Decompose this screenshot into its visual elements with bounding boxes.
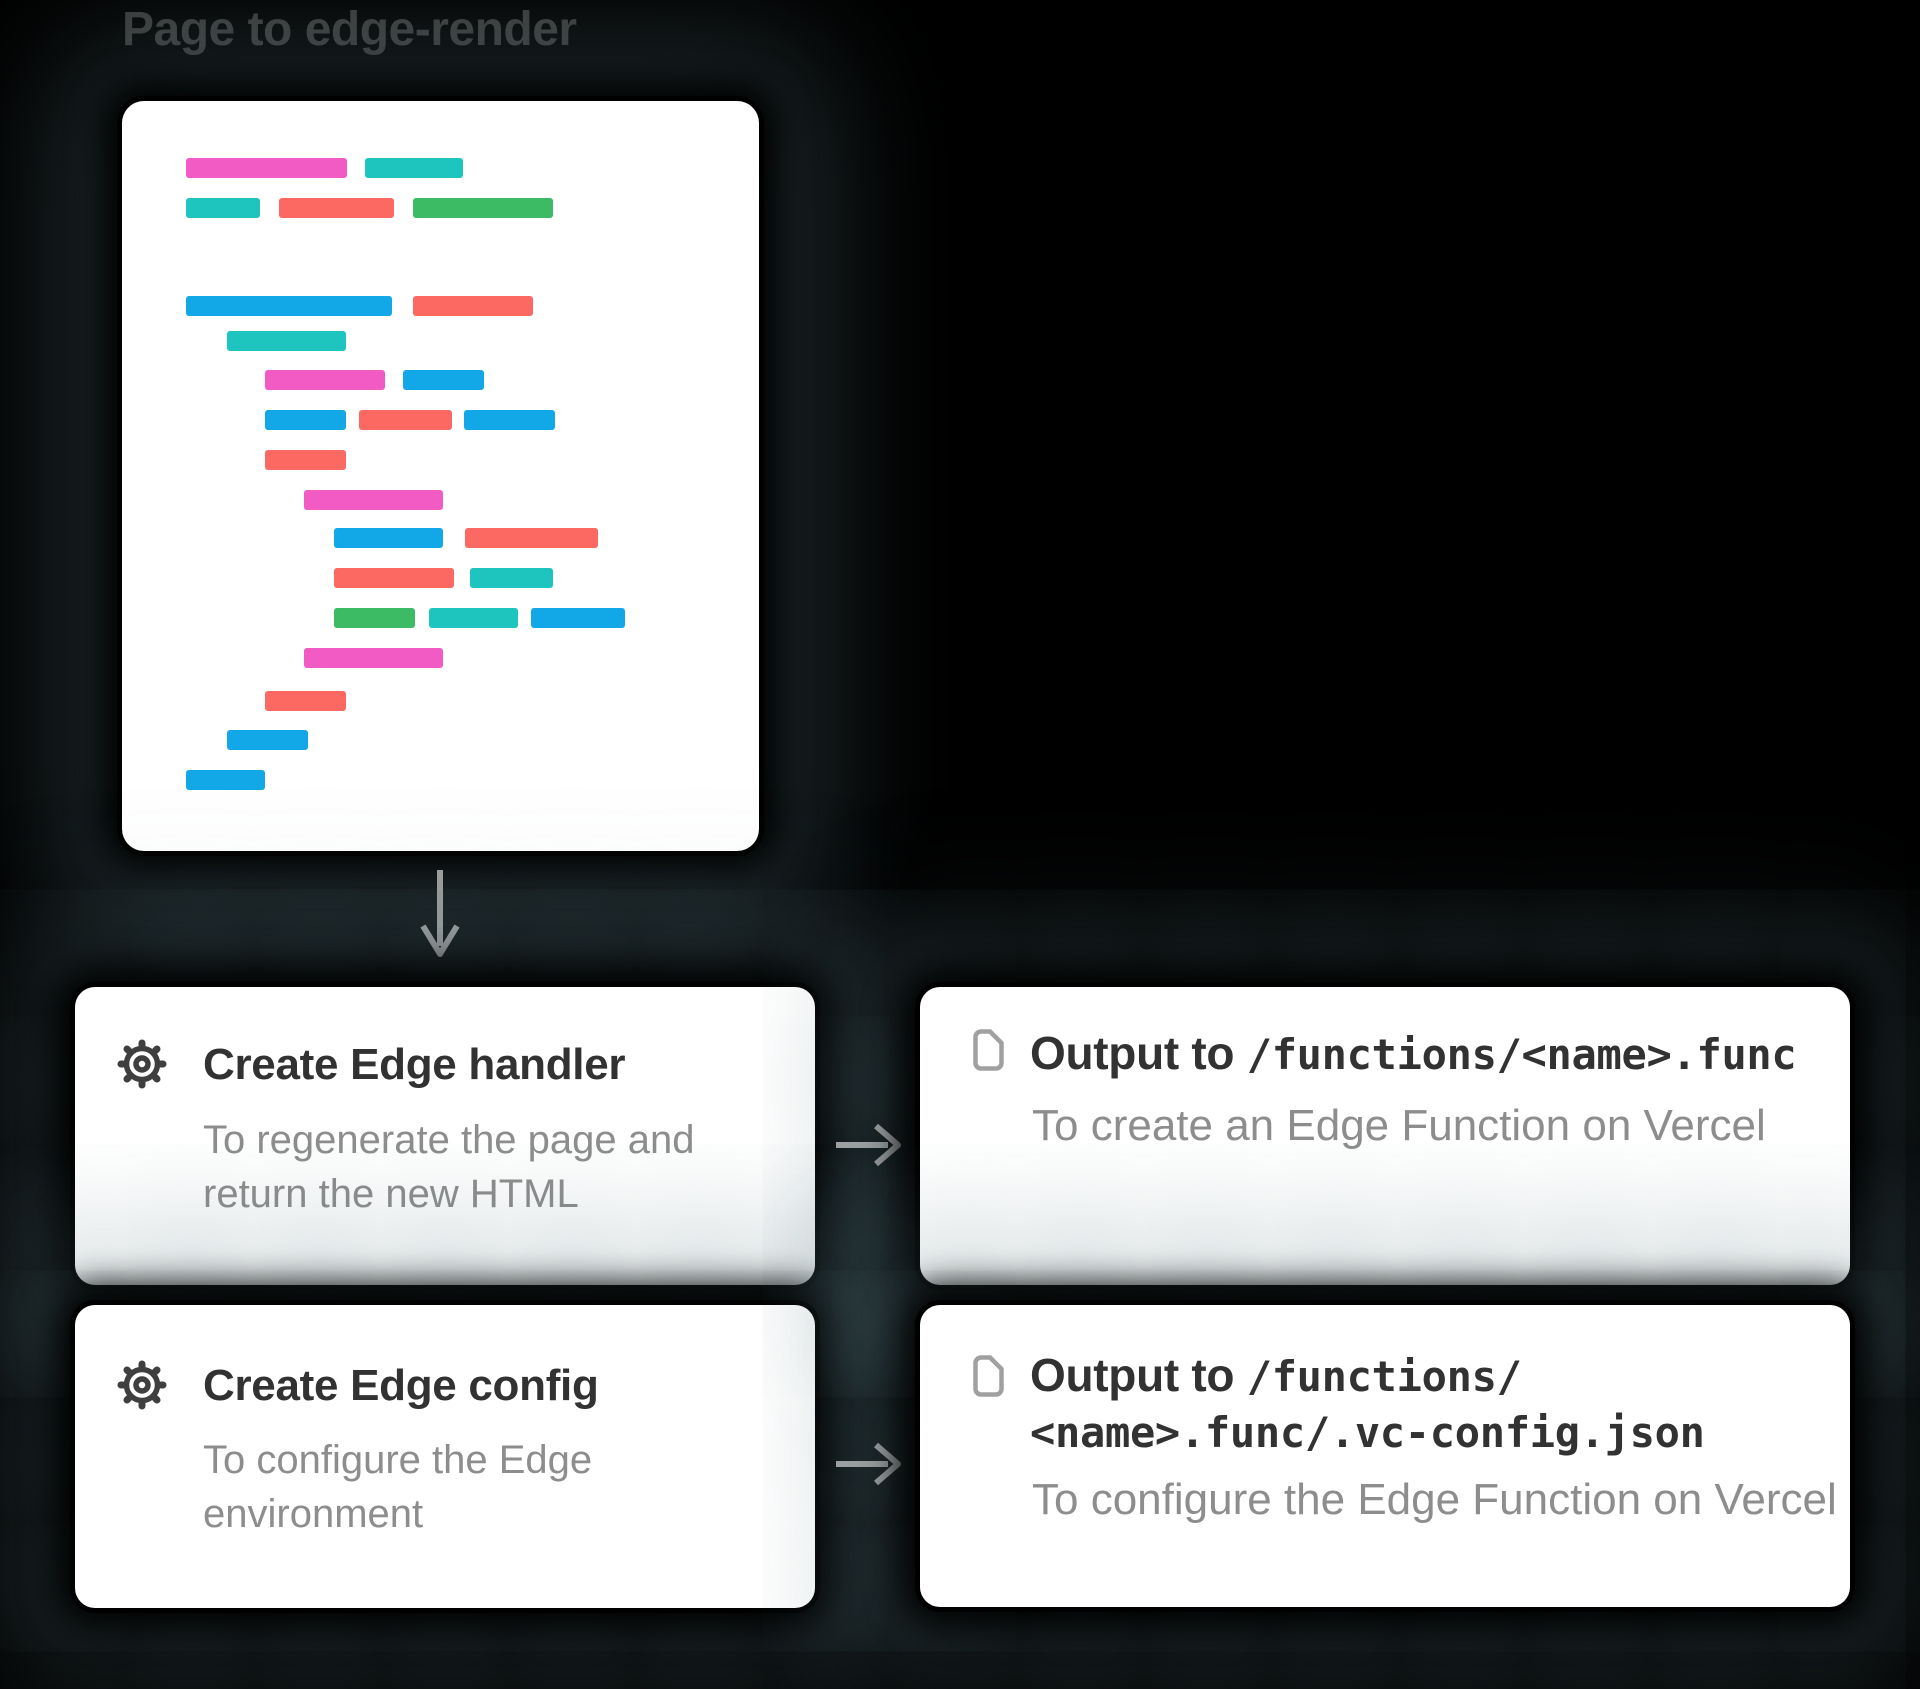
- code-bar: [465, 528, 598, 548]
- card-body: To create an Edge Function on Vercel: [1032, 1101, 1766, 1150]
- create-edge-handler-card: Create Edge handler To regenerate the pa…: [75, 987, 815, 1285]
- card-title: Create Edge handler: [203, 1040, 626, 1089]
- code-bar: [413, 296, 533, 316]
- code-bar: [265, 691, 346, 711]
- code-bar: [304, 490, 443, 510]
- arrow-right-icon: [834, 1121, 904, 1169]
- code-bar: [227, 730, 308, 750]
- title-path: /functions/<name>.func: [1246, 1030, 1797, 1079]
- card-body: To configure the Edge environment: [203, 1438, 593, 1536]
- output-vc-config-card: Output to /functions/ <name>.func/.vc-co…: [920, 1305, 1850, 1607]
- code-bar: [186, 198, 260, 218]
- code-bar: [429, 608, 518, 628]
- card-body: To configure the Edge Function on Vercel: [1032, 1475, 1837, 1524]
- code-bar: [359, 410, 452, 430]
- code-card: [122, 101, 759, 851]
- code-bar: [334, 568, 454, 588]
- code-bar: [186, 770, 265, 790]
- arrow-down-icon: [420, 868, 460, 960]
- code-bar: [334, 608, 415, 628]
- code-bar: [470, 568, 553, 588]
- code-bar: [227, 331, 346, 351]
- code-bar: [403, 370, 484, 390]
- title-line-1: Output to /functions/: [1030, 1347, 1705, 1405]
- card-body: To regenerate the page and return the ne…: [203, 1118, 695, 1216]
- code-bar: [413, 198, 553, 218]
- title-path-line1: /functions/: [1246, 1352, 1522, 1401]
- code-bar: [265, 450, 346, 470]
- title-prefix: Output to: [1030, 1349, 1247, 1401]
- code-bar: [186, 296, 392, 316]
- card-title: Output to /functions/ <name>.func/.vc-co…: [1030, 1347, 1705, 1461]
- gear-icon: [115, 1037, 169, 1091]
- code-bar: [531, 608, 625, 628]
- output-func-card: Output to /functions/<name>.func To crea…: [920, 987, 1850, 1285]
- code-bar: [279, 198, 394, 218]
- title-path-line2: <name>.func/.vc-config.json: [1030, 1408, 1705, 1457]
- document-icon: [972, 1355, 1004, 1397]
- card-title: Output to /functions/<name>.func: [1030, 1025, 1797, 1083]
- arrow-right-icon: [834, 1440, 904, 1488]
- code-bar: [186, 158, 347, 178]
- card-title: Create Edge config: [203, 1361, 599, 1410]
- code-bar: [304, 648, 443, 668]
- code-bar: [464, 410, 555, 430]
- page-title: Page to edge-render: [122, 3, 577, 56]
- gear-icon: [115, 1358, 169, 1412]
- title-prefix: Output to: [1030, 1027, 1247, 1079]
- document-icon: [972, 1029, 1004, 1071]
- code-bar: [265, 410, 346, 430]
- code-bar: [365, 158, 463, 178]
- code-bar: [265, 370, 385, 390]
- create-edge-config-card: Create Edge config To configure the Edge…: [75, 1305, 815, 1608]
- code-bar: [334, 528, 443, 548]
